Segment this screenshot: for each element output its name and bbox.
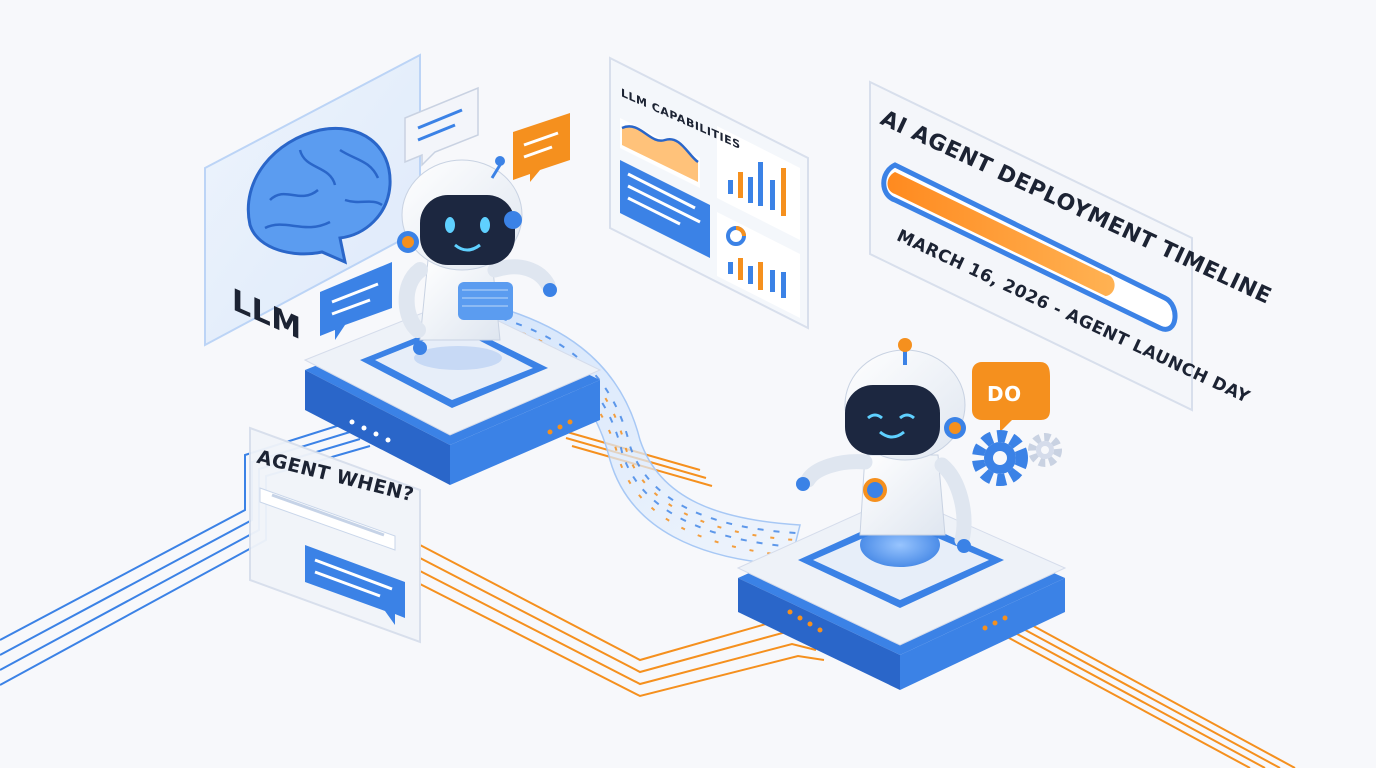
text-block [620,160,710,258]
chat-bubble-icon [513,113,570,182]
bar-chart-icon [717,126,800,240]
chat-bubble-icon [404,86,479,167]
do-label: DO [987,382,1022,406]
brain-icon [246,127,392,265]
chat-bubble-icon [305,545,405,625]
platform-right [736,494,1067,690]
robot-icon [397,156,557,370]
line-chart-icon [620,118,700,188]
do-bubble [972,362,1050,432]
wires-orange-right [984,615,1296,768]
donut-chart-icon [717,212,800,318]
timeline-panel [869,80,1193,412]
timeline-progress-fill [887,172,1115,297]
llm-panel [204,53,421,347]
capabilities-board [609,56,809,330]
gear-icon [1028,433,1062,467]
chat-bubble-icon [320,262,392,340]
robot-icon [796,338,972,567]
gear-icon [972,430,1028,486]
agent-question-panel [249,426,421,644]
